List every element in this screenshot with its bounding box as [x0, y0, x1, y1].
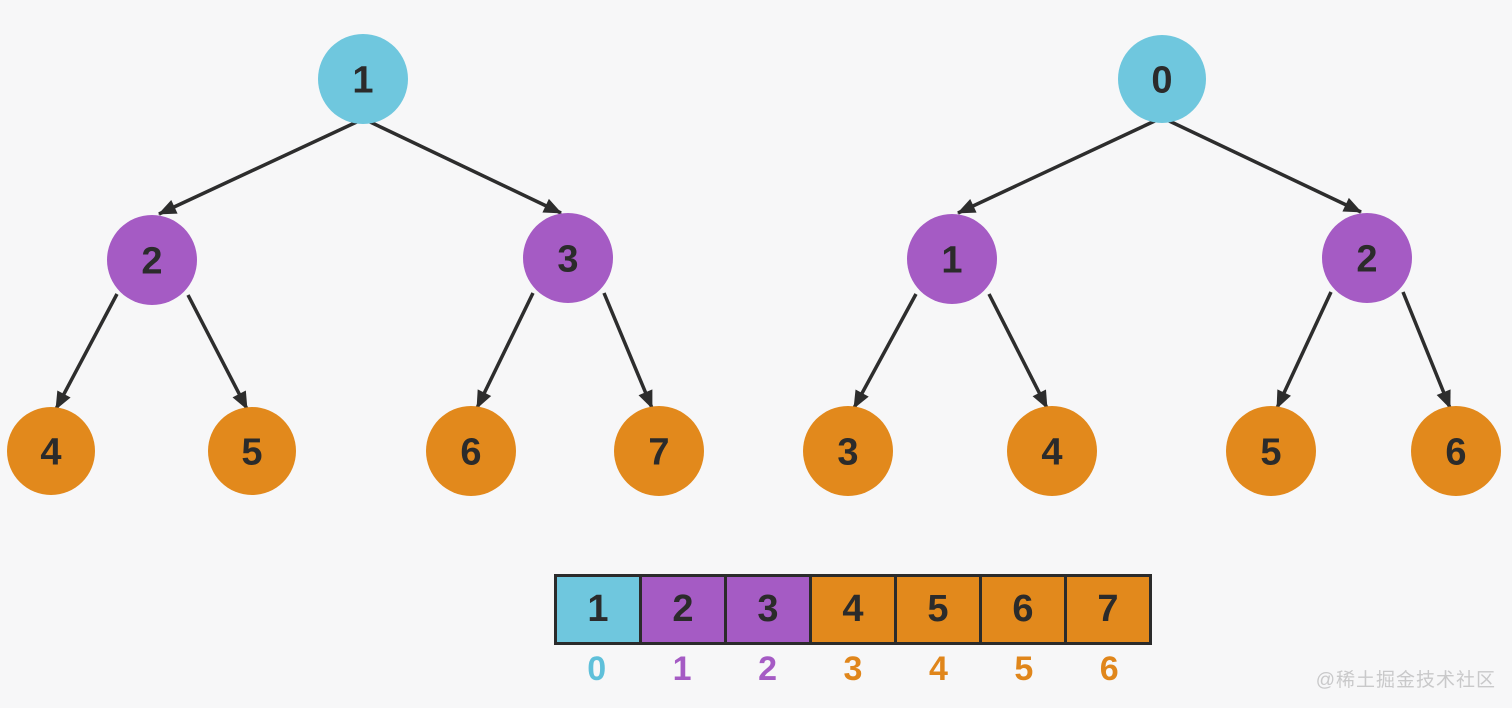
index-tree-leaf-label: 6 [1445, 431, 1466, 473]
tree-edge [475, 292, 535, 409]
value-tree-leaf-label: 4 [40, 431, 61, 473]
array-index-label: 6 [1099, 650, 1119, 688]
tree-edge [987, 293, 1049, 409]
index-tree-leaf [1411, 406, 1501, 496]
array-cell: 4 [809, 574, 897, 645]
array-cell: 1 [554, 574, 642, 645]
array-index-label: 3 [843, 650, 863, 688]
tree-edge [186, 294, 249, 410]
index-tree-root-node [1118, 35, 1206, 123]
value-tree-leaf [208, 407, 296, 495]
tree-edge [852, 293, 918, 409]
value-tree-leaf [7, 407, 95, 495]
array-index-label: 0 [587, 650, 607, 688]
tree-edge [365, 118, 562, 215]
array-index-row: 0 1 2 3 4 5 6 [554, 650, 1152, 688]
juejin-watermark: @稀土掘金技术社区 [1315, 670, 1496, 691]
tree-edge [1401, 291, 1452, 409]
array-index-label: 4 [928, 650, 948, 688]
index-tree-node-label: 2 [1356, 238, 1377, 280]
tree-edge [1275, 291, 1333, 409]
index-tree-leaf-label: 4 [1041, 431, 1062, 473]
array-cell: 6 [979, 574, 1067, 645]
array-cell: 5 [894, 574, 982, 645]
array-index-label: 2 [758, 650, 778, 688]
value-tree-right-child [523, 213, 613, 303]
value-tree-root-node [318, 34, 408, 124]
index-tree-leaf [1226, 406, 1316, 496]
array-representation: 1 2 3 4 5 6 7 [554, 574, 1152, 645]
value-tree-left-child [107, 215, 197, 305]
index-tree-leaf [1007, 406, 1097, 496]
array-cell: 3 [724, 574, 812, 645]
tree-edge [1164, 117, 1362, 214]
tree-edge [957, 117, 1160, 215]
tree-edge [602, 292, 654, 409]
index-tree-node-label: 1 [941, 239, 962, 281]
value-tree-node-label: 3 [557, 238, 578, 280]
tree-edge [54, 293, 119, 410]
value-tree-leaf-label: 6 [460, 431, 481, 473]
binary-trees-canvas: 1 2 3 4 5 6 7 0 1 2 3 4 5 6 [7, 34, 1501, 496]
array-index-label: 5 [1014, 650, 1034, 688]
tree-edge [158, 118, 362, 216]
value-tree-leaf-label: 5 [241, 431, 262, 473]
index-tree-leaf-label: 3 [837, 431, 858, 473]
array-cell: 7 [1064, 574, 1152, 645]
array-cell: 2 [639, 574, 727, 645]
value-tree-leaf-label: 7 [648, 431, 669, 473]
value-tree-leaf [614, 406, 704, 496]
index-tree-right-child [1322, 213, 1412, 303]
index-tree-root-label: 0 [1151, 59, 1172, 101]
array-index-label: 1 [672, 650, 692, 688]
value-tree-node-label: 2 [141, 240, 162, 282]
index-tree-left-child [907, 214, 997, 304]
value-tree-root-label: 1 [352, 59, 373, 101]
index-tree-leaf-label: 5 [1260, 431, 1281, 473]
value-tree-leaf [426, 406, 516, 496]
index-tree-leaf [803, 406, 893, 496]
